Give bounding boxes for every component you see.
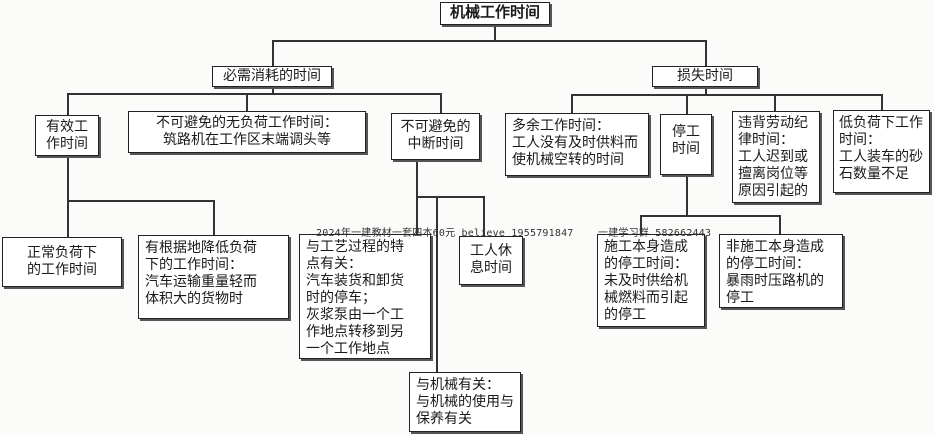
lost-time-node: 损失时间 xyxy=(652,66,758,87)
watermark-right: 一建学习群 582662443 xyxy=(598,228,712,239)
process-related-node: 与工艺过程的特 点有关： 汽车装货和卸货 时的停车； 灰浆泵由一个工 作地点转移… xyxy=(299,234,431,359)
worker-rest-node: 工人休 息时间 xyxy=(459,236,523,285)
connector xyxy=(881,94,883,110)
unavoidable-noload-node: 不可避免的无负荷工作时间： 筑路机在工作区末端调头等 xyxy=(128,111,366,153)
connector xyxy=(436,196,438,372)
connector xyxy=(272,86,274,94)
connector xyxy=(67,93,69,115)
connector xyxy=(571,94,881,96)
connector xyxy=(774,94,776,111)
non-construction-stoppage-node: 非施工本身造成 的停工时间： 暴雨时压路机的 停工 xyxy=(719,234,843,308)
connector xyxy=(494,24,496,41)
stoppage-node: 停工 时间 xyxy=(660,114,712,175)
connector xyxy=(272,40,274,66)
normal-load-node: 正常负荷下 的工作时间 xyxy=(2,237,122,287)
connector xyxy=(686,175,688,216)
necessary-time-node: 必需消耗的时间 xyxy=(212,66,332,87)
connector xyxy=(705,40,707,66)
connector xyxy=(686,94,688,114)
connector xyxy=(67,93,441,95)
root-node: 机械工作时间 xyxy=(440,2,550,25)
construction-stoppage-node: 施工本身造成 的停工时间： 未及时供给机 械燃料而引起 的停工 xyxy=(597,234,705,327)
connector xyxy=(416,196,418,234)
connector xyxy=(272,40,706,42)
connector xyxy=(246,93,248,111)
connector xyxy=(213,200,215,235)
connector xyxy=(67,200,214,202)
connector xyxy=(779,215,781,234)
discipline-violation-node: 违背劳动纪 律时间： 工人迟到或 擅离岗位等 原因引起的 xyxy=(732,111,820,203)
connector xyxy=(705,86,707,95)
watermark-left: 2024年一建教材一套四本60元 believe 1955791847 xyxy=(316,228,574,239)
unavoidable-interrupt-node: 不可避免的 中断时间 xyxy=(391,113,480,160)
connector xyxy=(67,155,69,201)
connector xyxy=(416,160,418,197)
connector xyxy=(640,215,642,234)
machine-related-node: 与机械有关： 与机械的使用与 保养有关 xyxy=(409,372,521,432)
connector xyxy=(440,93,442,113)
excess-work-node: 多余工作时间： 工人没有及时供料而 使机械空转的时间 xyxy=(505,113,649,176)
connector xyxy=(571,94,573,113)
connector xyxy=(67,200,69,237)
connector xyxy=(416,196,484,198)
connector xyxy=(640,215,780,217)
reduced-load-node: 有根据地降低负荷 下的工作时间： 汽车运输重量轻而 体积大的货物时 xyxy=(138,235,289,319)
connector xyxy=(483,196,485,236)
low-load-node: 低负荷下工作 时间： 工人装车的砂 石数量不足 xyxy=(833,110,930,193)
effective-time-node: 有效工 作时间 xyxy=(35,115,99,156)
